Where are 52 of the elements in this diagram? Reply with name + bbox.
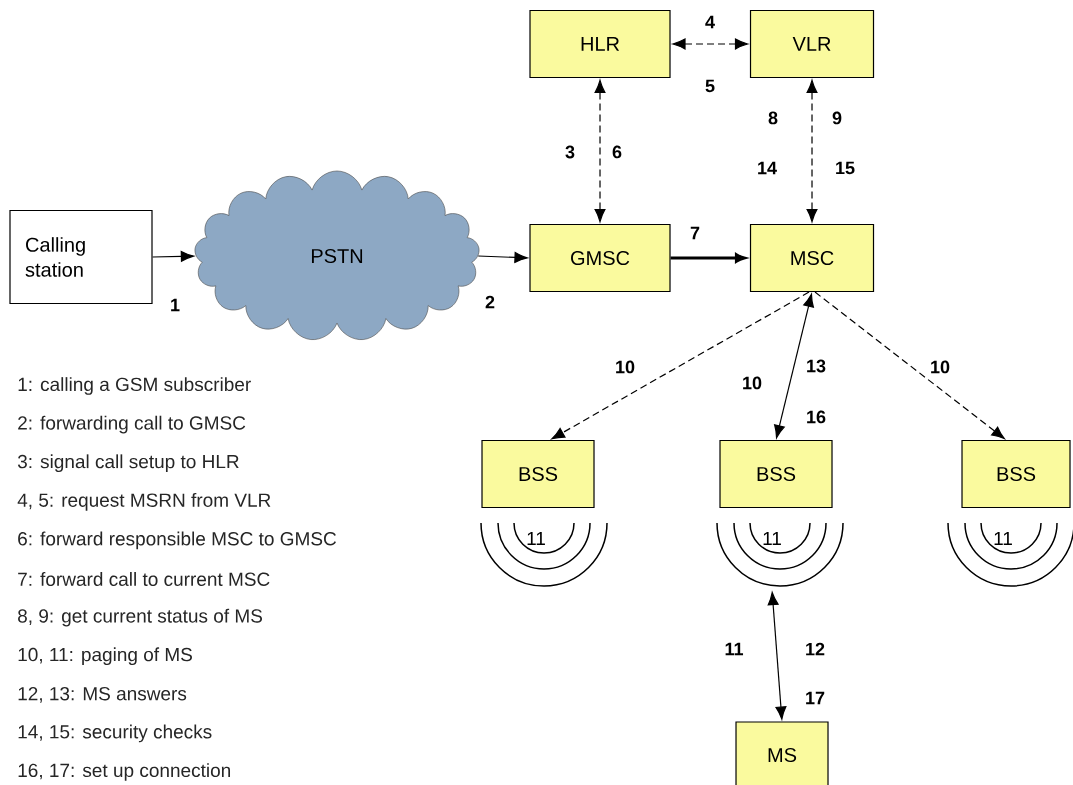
step-description: 4, 5: request MSRN from VLR — [17, 492, 271, 511]
step-number: 11 — [725, 642, 744, 656]
step-description: 3: signal call setup to HLR — [17, 454, 239, 473]
arrow — [152, 250, 195, 262]
process-box: MS — [735, 721, 829, 785]
step-number: 10 — [931, 360, 950, 374]
process-box: MSC — [749, 223, 875, 293]
step-description: 8, 9: get current status of MS — [18, 608, 262, 627]
step-number: 9 — [832, 111, 842, 125]
step-number: 16 — [807, 410, 826, 424]
step-number: 2 — [485, 295, 495, 309]
step-number: 13 — [807, 359, 826, 373]
step-description: 2: forwarding call to GMSC — [18, 415, 246, 434]
dashed-arrow — [672, 38, 749, 50]
dashed-arrow — [814, 291, 1005, 440]
step-number: 1 — [171, 298, 180, 312]
step-number: 10 — [743, 376, 762, 390]
network-cloud: PSTN — [194, 170, 480, 340]
step-description: 1: calling a GSM subscriber — [18, 377, 251, 395]
arrow — [767, 591, 787, 720]
step-number: 4 — [705, 15, 715, 29]
step-number: 15 — [836, 161, 855, 175]
step-description: 6: forward responsible MSC to GMSC — [18, 531, 336, 550]
step-number: 3 — [565, 145, 575, 159]
step-number: 14 — [758, 161, 777, 175]
process-box: BSS — [481, 439, 595, 509]
step-description: 12, 13: MS answers — [18, 686, 187, 703]
step-number: 12 — [806, 642, 825, 656]
radio-waves-drawing: 11 — [947, 522, 1073, 587]
step-description: 14, 15: security checks — [18, 724, 212, 743]
radio-waves-drawing: 11 — [480, 522, 608, 587]
arrow — [774, 293, 814, 439]
step-description: 7: forward call to current MSC — [18, 572, 270, 586]
radio-waves-drawing: 11 — [716, 522, 844, 587]
process-box: HLR — [529, 9, 671, 79]
step-number: 7 — [690, 226, 700, 240]
station-box: Calling station — [9, 209, 153, 305]
arrow — [477, 251, 528, 263]
step-number: 10 — [616, 360, 635, 374]
dashed-arrow — [806, 79, 818, 223]
step-number: 5 — [705, 79, 715, 93]
dashed-arrow — [594, 79, 606, 223]
step-number: 8 — [768, 111, 778, 125]
step-number: 6 — [612, 145, 622, 159]
step-description: 10, 11: paging of MS — [18, 647, 192, 666]
step-description: 16, 17: set up connection — [18, 763, 230, 781]
step-number: 17 — [806, 691, 825, 705]
process-box: BSS — [719, 439, 833, 509]
process-box: BSS — [961, 439, 1071, 509]
process-box: VLR — [749, 9, 875, 79]
dashed-arrow — [551, 291, 810, 440]
process-box: GMSC — [529, 223, 671, 293]
